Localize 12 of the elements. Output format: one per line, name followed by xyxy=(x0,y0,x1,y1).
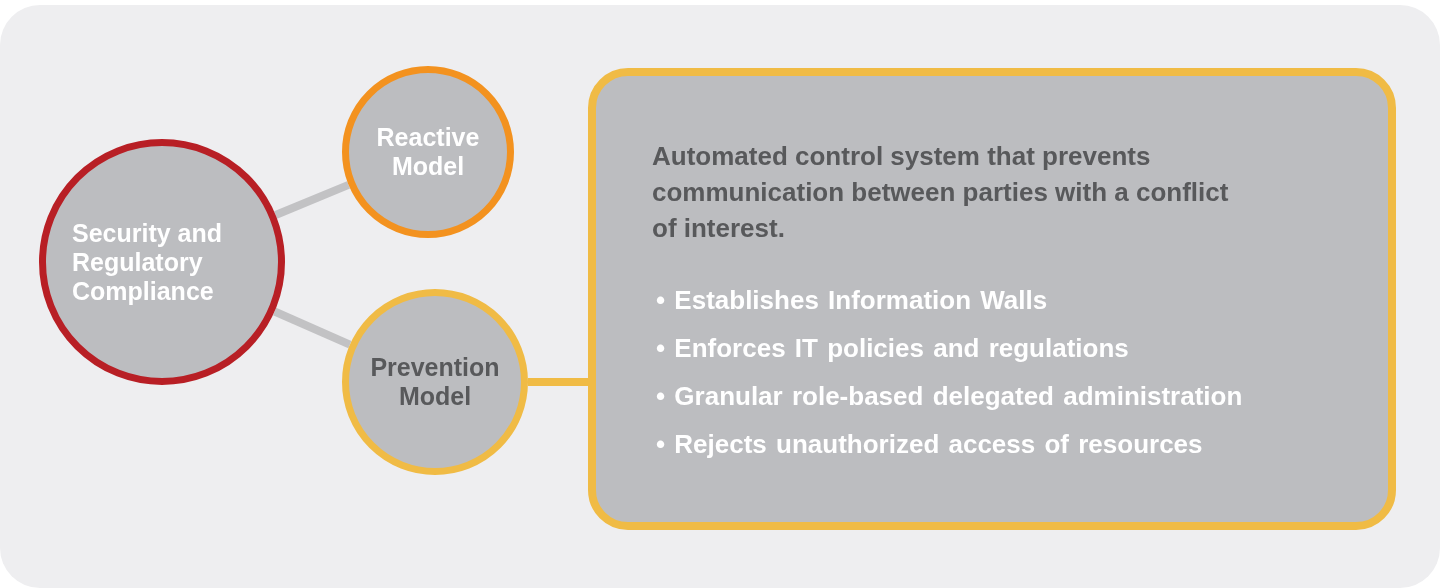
node-label: Security and Regulatory Compliance xyxy=(72,218,224,306)
bullet-item: • Enforces IT policies and regulations xyxy=(656,332,1130,365)
connector-line xyxy=(528,378,588,386)
bullet-item: • Rejects unauthorized access of resources xyxy=(656,428,1204,461)
bullet-item: • Granular role-based delegated administration xyxy=(656,380,1244,413)
connector-line xyxy=(274,181,351,219)
node-label: Reactive Model xyxy=(375,123,481,181)
bullet-item: • Establishes Information Walls xyxy=(656,284,1049,317)
connector-line xyxy=(273,307,352,349)
description-card xyxy=(588,68,1396,530)
card-heading: Automated control system that prevents communication between parties with a conflict of interest. xyxy=(652,140,1230,245)
node-label: Prevention Model xyxy=(369,353,501,411)
